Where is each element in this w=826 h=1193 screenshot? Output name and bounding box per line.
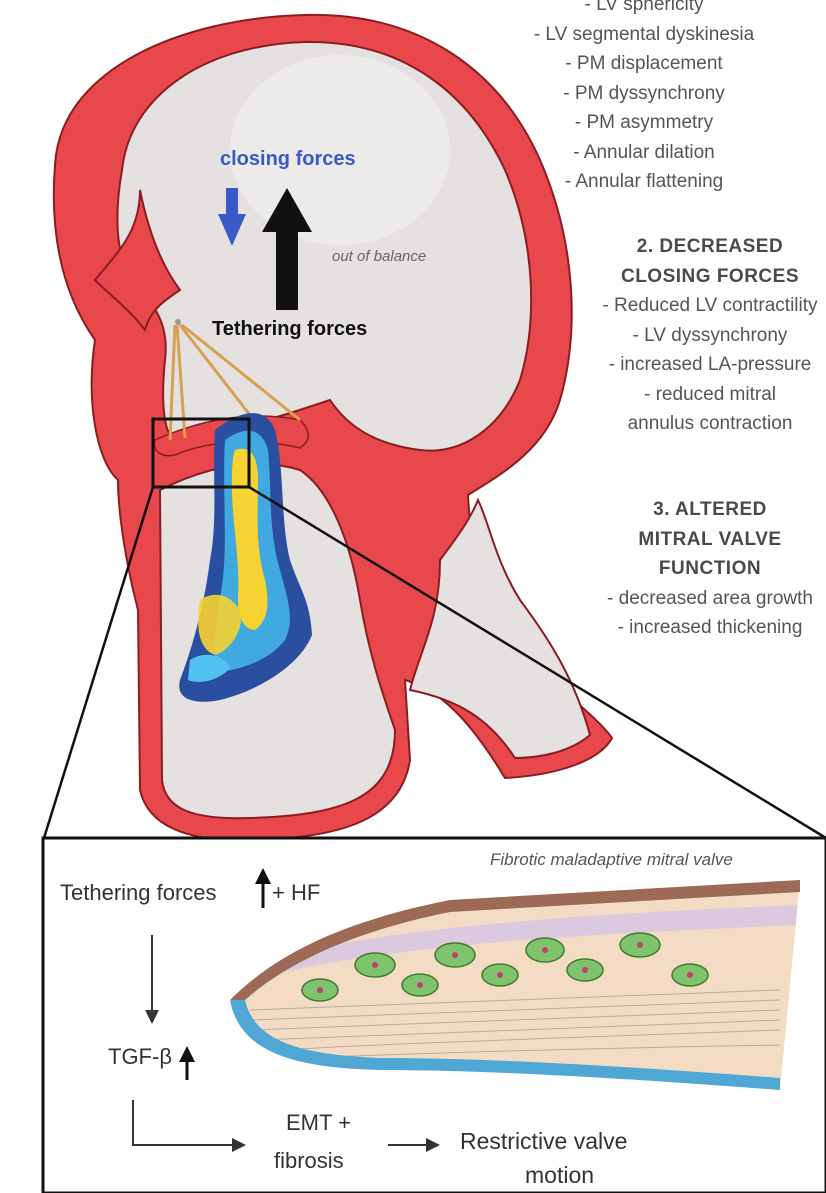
inset-plus-hf: + HF [272, 880, 320, 906]
section2-item: annulus contraction [560, 409, 826, 439]
inset-emt-line2: fibrosis [274, 1148, 344, 1174]
section3-item: - decreased area growth [560, 584, 826, 614]
section2-item: - increased LA-pressure [560, 350, 826, 380]
section2-item: - Reduced LV contractility [560, 291, 826, 321]
section1-item: - Annular dilation [494, 138, 794, 168]
section2-item: - reduced mitral [560, 380, 826, 410]
section2: 2. DECREASED CLOSING FORCES - Reduced LV… [560, 232, 826, 439]
out-of-balance-label: out of balance [332, 248, 426, 265]
inset-tethering-label: Tethering forces [60, 880, 217, 906]
section3-title: MITRAL VALVE [560, 525, 826, 555]
section1-item: - LV sphericity [494, 0, 794, 20]
closing-forces-label: closing forces [220, 148, 356, 171]
section2-title: 2. DECREASED [560, 232, 826, 262]
inset-title: Fibrotic maladaptive mitral valve [490, 850, 733, 870]
section1-item: - PM displacement [494, 49, 794, 79]
section3-title: 3. ALTERED [560, 495, 826, 525]
papillary-point [175, 319, 181, 325]
zoom-line-left [44, 487, 153, 838]
inset-emt-line1: EMT + [286, 1110, 351, 1136]
section2-item: - LV dyssynchrony [560, 321, 826, 351]
section1-list: - LV sphericity - LV segmental dyskinesi… [494, 0, 794, 197]
tethering-forces-label: Tethering forces [212, 318, 367, 341]
section2-title: CLOSING FORCES [560, 262, 826, 292]
section1-item: - PM dyssynchrony [494, 79, 794, 109]
section1-item: - Annular flattening [494, 167, 794, 197]
section3-title: FUNCTION [560, 554, 826, 584]
section1-item: - LV segmental dyskinesia [494, 20, 794, 50]
section3-item: - increased thickening [560, 613, 826, 643]
inset-tgf-label: TGF-β [108, 1044, 172, 1070]
section3: 3. ALTERED MITRAL VALVE FUNCTION - decre… [560, 495, 826, 643]
inset-restrictive-line1: Restrictive valve [460, 1128, 627, 1155]
inset-restrictive-line2: motion [525, 1162, 594, 1189]
section1-item: - PM asymmetry [494, 108, 794, 138]
